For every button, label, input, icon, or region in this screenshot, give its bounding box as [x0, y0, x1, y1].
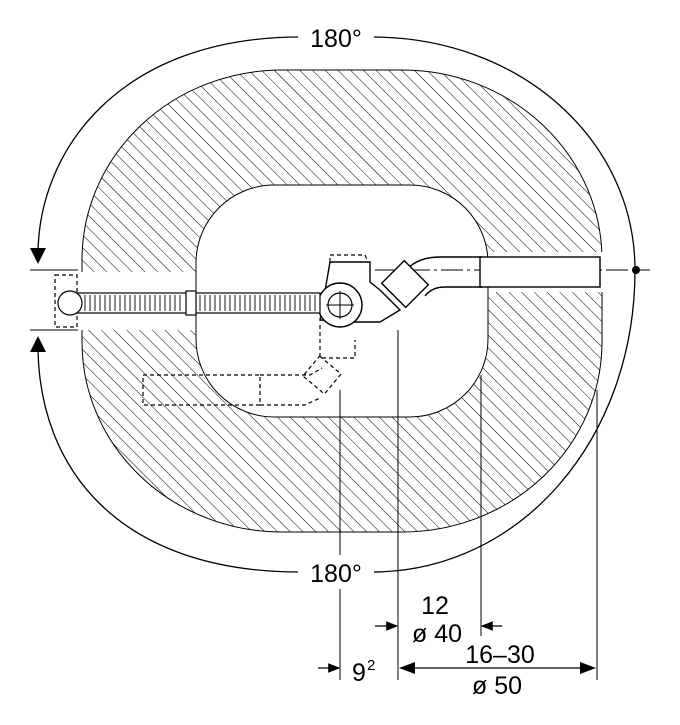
- angle-label-bottom: 180°: [310, 560, 362, 588]
- center-point: [632, 266, 640, 274]
- alt-body-dashed: [319, 325, 356, 359]
- dim-label-12: 12: [421, 592, 449, 620]
- dim-16-30-arrow-left: [399, 662, 415, 674]
- overflow-fitting-circle: [57, 290, 83, 316]
- pipe-elbow: [380, 259, 430, 309]
- dim-label-d50: ø 50: [472, 672, 522, 700]
- dim-label-d40: ø 40: [412, 620, 462, 648]
- outlet-pipe: [479, 256, 601, 288]
- dim-label-16-30: 16–30: [465, 641, 535, 669]
- rotation-arrow-bottom: [30, 336, 46, 352]
- dim-16-30-arrow-right: [580, 662, 596, 674]
- flexible-hose: [74, 290, 321, 316]
- overflow-fitting-dashed: [54, 274, 78, 328]
- angle-label-top: 180°: [310, 25, 362, 53]
- alt-pipe-dashed: [142, 367, 323, 406]
- dim-label-9-exponent: 2: [367, 657, 375, 674]
- rotation-arrow-top: [30, 248, 46, 264]
- alt-elbow-dashed: [302, 355, 342, 395]
- dim-label-9: 9: [352, 659, 366, 687]
- alt-top-dashed: [329, 254, 369, 263]
